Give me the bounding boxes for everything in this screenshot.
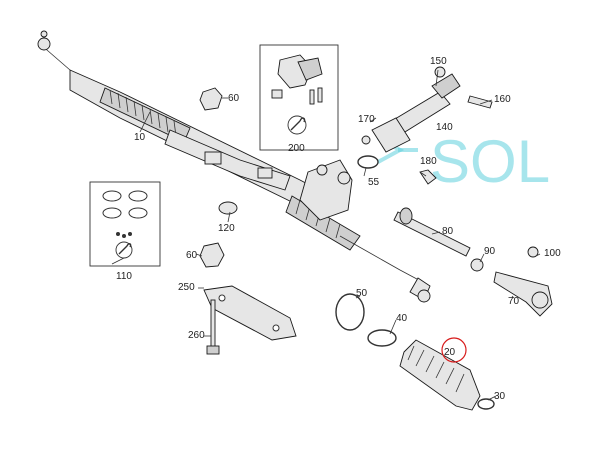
label-160: 160 [494, 94, 511, 105]
label-60-lower: 60 [186, 250, 198, 261]
label-200: 200 [288, 143, 305, 154]
seal-55 [357, 155, 379, 169]
label-260: 260 [188, 330, 205, 341]
label-250: 250 [178, 282, 195, 293]
label-30: 30 [494, 391, 506, 402]
shaft-140 [357, 66, 493, 185]
steering-rack [37, 30, 431, 303]
label-55: 55 [368, 177, 380, 188]
nut-100 [527, 246, 539, 258]
label-100: 100 [544, 248, 561, 259]
seal-120 [218, 201, 238, 215]
label-150: 150 [430, 56, 447, 67]
label-10: 10 [134, 132, 146, 143]
tie-rod-80 [393, 207, 471, 257]
label-140: 140 [436, 122, 453, 133]
wrench-icon [290, 117, 306, 131]
label-90: 90 [484, 246, 496, 257]
label-60-upper: 60 [228, 93, 240, 104]
mount-60-lower [199, 242, 225, 268]
label-170: 170 [358, 114, 375, 125]
tie-rod-end-70 [493, 271, 553, 317]
label-50: 50 [356, 288, 368, 299]
clamp-40 [367, 329, 397, 347]
mount-60-upper [199, 87, 223, 111]
inset-box-200 [259, 44, 339, 151]
leader-lines [111, 69, 541, 401]
bolt-260 [206, 299, 220, 355]
label-120: 120 [218, 223, 235, 234]
label-20: 20 [444, 347, 456, 358]
valve-block [299, 159, 353, 221]
label-110: 110 [116, 271, 132, 282]
clamp-30 [477, 398, 495, 410]
watermark-text: SOL [430, 128, 550, 195]
label-70: 70 [508, 296, 520, 307]
wrench-icon [118, 243, 132, 255]
boot-20 [399, 339, 495, 411]
label-180: 180 [420, 156, 437, 167]
label-80: 80 [442, 226, 454, 237]
label-40: 40 [396, 313, 408, 324]
bracket-250 [203, 285, 297, 341]
part-labels: 10 20 30 40 50 55 60 60 70 80 90 100 110… [116, 56, 561, 402]
ring-50 [335, 293, 365, 331]
nut-90 [470, 258, 484, 272]
watermark: SOL [377, 128, 550, 195]
highlight-circle [441, 337, 467, 363]
inset-box-110 [89, 181, 161, 267]
